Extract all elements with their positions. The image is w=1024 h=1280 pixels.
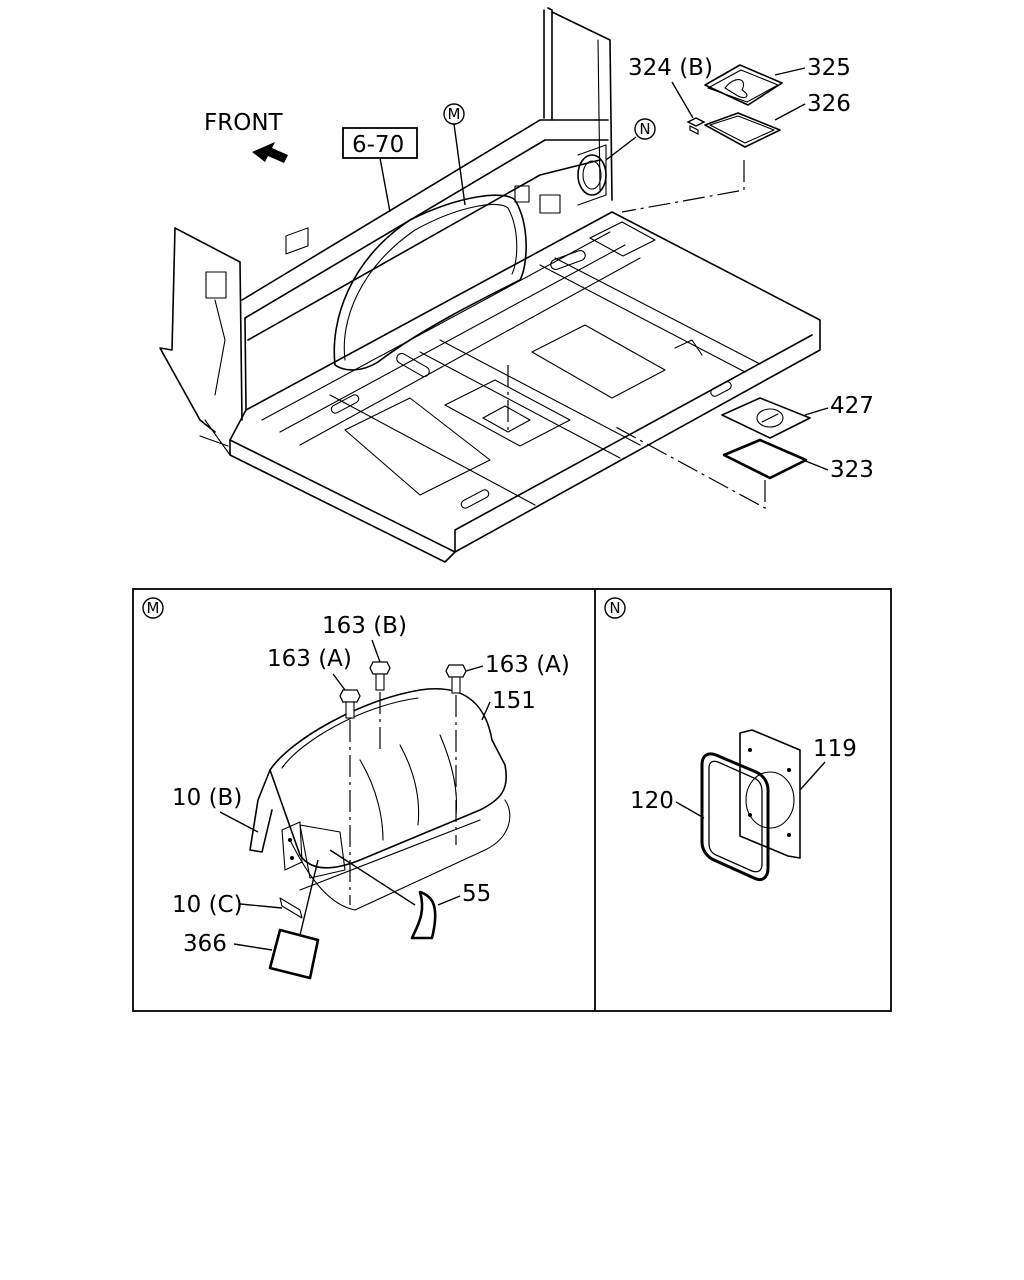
callout-n-label: N [639, 120, 650, 138]
part-120-gasket [700, 752, 770, 882]
label-427: 427 [830, 393, 874, 419]
front-arrow-icon [252, 142, 288, 163]
panel-m-marker: M [147, 599, 160, 617]
label-326: 326 [807, 91, 851, 117]
label-151: 151 [492, 688, 536, 714]
label-366: 366 [183, 931, 227, 957]
callout-m-label: M [448, 105, 461, 123]
part-366-pad [268, 928, 320, 980]
panel-n: N 119 120 [604, 597, 857, 882]
body-floor-assembly [159, 7, 821, 563]
part-427-cover [721, 397, 811, 439]
front-label: FRONT [204, 110, 284, 136]
part-119-plate [739, 729, 801, 859]
label-163a-left: 163 (A) [267, 646, 352, 672]
label-324b: 324 (B) [628, 55, 713, 81]
panel-m: M [142, 597, 570, 980]
label-10b: 10 (B) [172, 785, 242, 811]
bolt-163b [369, 661, 391, 691]
callout-n: N [634, 118, 656, 140]
bolt-163a-right [445, 664, 467, 694]
detail-frame [132, 588, 892, 1012]
label-325: 325 [807, 55, 851, 81]
label-120: 120 [630, 788, 674, 814]
label-163a-right: 163 (A) [485, 652, 570, 678]
label-10c: 10 (C) [172, 892, 243, 918]
part-323-gasket [722, 438, 808, 480]
ref-box-label: 6-70 [352, 132, 404, 158]
label-55: 55 [462, 881, 491, 907]
callout-m: M [443, 103, 465, 125]
part-325-cover [704, 64, 783, 106]
label-163b: 163 (B) [322, 613, 407, 639]
part-326-gasket [704, 112, 781, 148]
ref-box-6-70: 6-70 [342, 127, 418, 159]
label-119: 119 [813, 736, 857, 762]
part-55-seal [410, 890, 437, 940]
bolt-163a-left [339, 689, 361, 719]
label-323: 323 [830, 457, 874, 483]
part-324b-clip [686, 117, 706, 135]
panel-n-marker: N [609, 599, 620, 617]
